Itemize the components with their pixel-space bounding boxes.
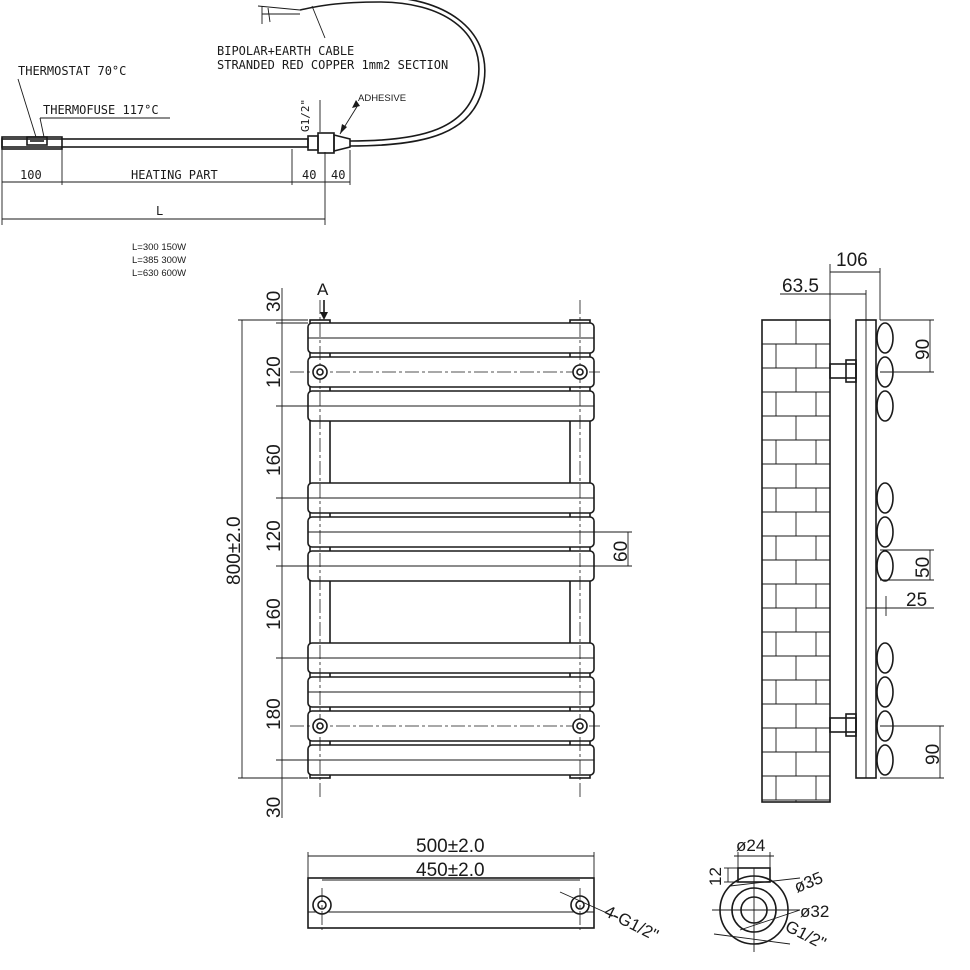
power-row-3: L=630 600W [132,268,186,279]
dim-120-a: 120 [264,356,285,388]
side-view: 106 63.5 90 50 25 90 [761,250,944,803]
dim-30-top: 30 [264,291,285,312]
dim-160-b: 160 [264,598,285,630]
dim-12: 12 [706,867,725,886]
dim-160-a: 160 [264,444,285,476]
top-bracket [829,363,857,379]
thermofuse-label: THERMOFUSE 117°C [43,103,159,117]
dim-25: 25 [906,590,927,611]
dim-50: 50 [913,557,934,578]
bottom-callout: 4-G1/2" [601,902,661,945]
bar-sections [876,322,894,776]
dim-180: 180 [264,698,285,730]
cable-label-1: BIPOLAR+EARTH CABLE [217,44,354,58]
wall-bricks [762,320,830,802]
dim-30-bottom: 30 [264,797,285,818]
thermostat-block [26,136,48,146]
dim-90-top: 90 [913,339,934,360]
heating-part-label: HEATING PART [131,168,218,182]
dim-total-height: 800±2.0 [224,516,245,585]
front-view: A 800±2.0 30 120 160 120 160 180 30 60 [224,280,632,818]
dim-500: 500±2.0 [416,836,485,857]
bottom-bracket [829,717,857,733]
dim-60: 60 [611,541,632,562]
bar-section [876,516,894,548]
element-rod [1,138,309,148]
bottom-body [307,877,595,929]
dim-106: 106 [836,250,868,271]
power-row-1: L=300 150W [132,242,186,253]
dim-120-b: 120 [264,520,285,552]
bar-section [876,642,894,674]
dim-100: 100 [20,168,42,182]
heating-element-view: THERMOSTAT 70°C THERMOFUSE 117°C BIPOLAR… [1,0,486,279]
dim-40-a: 40 [302,168,316,182]
dim-63-5: 63.5 [782,276,819,297]
bar-section [876,322,894,354]
bar-section [876,482,894,514]
thread-label: G1/2" [299,99,312,132]
outlet-port [572,718,588,734]
bar-section [876,550,894,582]
dim-40-b: 40 [331,168,345,182]
dim-90-bottom: 90 [923,744,944,765]
power-row-2: L=385 300W [132,255,186,266]
dim-450: 450±2.0 [416,860,485,881]
bar-section [876,390,894,422]
inlet-port [572,364,588,380]
fitting-nut [317,132,335,154]
adhesive-label: ADHESIVE [358,93,406,104]
dim-24: ø24 [736,836,765,855]
bars [307,322,595,776]
cable-outer [349,0,486,147]
cable-end-wires [257,5,301,24]
bar-section [876,676,894,708]
section-thread: G1/2" [782,917,829,953]
fitting-hex [307,135,319,151]
dim-32: ø32 [800,902,829,921]
bottom-view: 500±2.0 450±2.0 4-G1/2" [307,836,662,945]
connection-points [312,364,588,734]
dim-L: L [156,204,163,218]
dim-35: ø35 [791,868,825,897]
view-label-a: A [317,280,329,299]
bar-section [876,744,894,776]
inlet-port [312,364,328,380]
cable-gland [333,133,351,153]
cable-label-2: STRANDED RED COPPER 1mm2 SECTION [217,58,448,72]
thermostat-label: THERMOSTAT 70°C [18,64,126,78]
outlet-port [312,718,328,734]
cable [299,1,480,142]
section-detail: ø24 12 ø35 ø32 G1/2" [706,836,829,953]
